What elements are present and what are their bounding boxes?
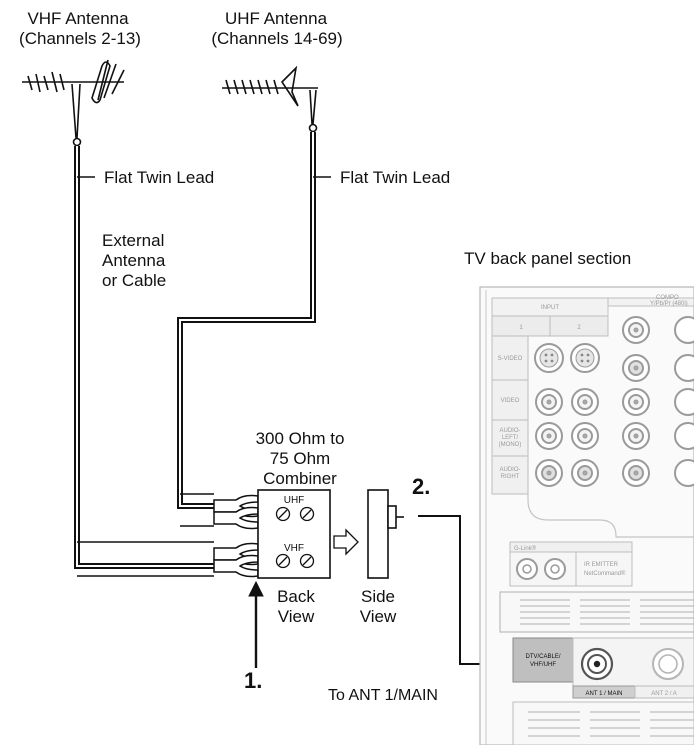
combiner-screw-icons — [275, 506, 315, 569]
ir-emitter-label: IR EMITTER — [584, 562, 619, 568]
combiner-vhf-label: VHF — [284, 543, 304, 554]
combiner-title-line2: 75 Ohm — [270, 449, 330, 468]
external-line2: Antenna — [102, 251, 166, 270]
glink-section — [509, 541, 633, 587]
vent-grille — [499, 591, 694, 633]
step2-number: 2. — [412, 474, 430, 499]
uhf-lead-label: Flat Twin Lead — [340, 168, 450, 187]
uhf-twin-lead-wire — [177, 132, 316, 509]
rca-jacks — [535, 316, 694, 487]
back-view-line2: View — [278, 607, 315, 626]
dtv-cable-label-2: VHF/UHF — [530, 662, 556, 668]
to-ant-label: To ANT 1/MAIN — [328, 687, 438, 704]
panel-input-label: INPUT — [541, 305, 559, 311]
ant2-label: ANT 2 / A — [651, 691, 677, 697]
panel-col1-label: 1 — [519, 325, 523, 331]
panel-title: TV back panel section — [464, 249, 631, 268]
vhf-lead-label: Flat Twin Lead — [104, 168, 214, 187]
side-view-line2: View — [360, 607, 397, 626]
glink-label: G-Link® — [514, 545, 537, 552]
vhf-antenna-icon — [22, 59, 125, 147]
step1-arrow-icon — [248, 580, 264, 668]
antenna-input-section — [512, 637, 694, 745]
uhf-antenna-channels: (Channels 14-69) — [211, 29, 342, 48]
panel-audio-right-1: AUDIO- — [500, 467, 521, 473]
combiner-title-line1: 300 Ohm to — [256, 429, 345, 448]
svideo-jack-2 — [570, 343, 600, 373]
combiner-title-line3: Combiner — [263, 469, 337, 488]
uhf-spade-connectors — [180, 493, 259, 530]
uhf-antenna-icon — [222, 65, 318, 133]
ant1-main-label: ANT 1 / MAIN — [586, 691, 623, 697]
panel-col2-label: 2 — [577, 325, 581, 331]
external-line1: External — [102, 231, 164, 250]
step1-number: 1. — [244, 668, 262, 693]
hollow-arrow-icon — [333, 528, 359, 556]
back-view-line1: Back — [277, 587, 315, 606]
panel-compo-label: COMPO — [656, 295, 679, 301]
panel-video-label: VIDEO — [501, 398, 520, 404]
panel-audio-left-2: LEFT/ — [502, 435, 519, 441]
vhf-antenna-channels: (Channels 2-13) — [19, 29, 141, 48]
panel-audio-left-3: (MONO) — [499, 442, 522, 448]
external-line3: or Cable — [102, 271, 166, 290]
uhf-antenna-title: UHF Antenna — [225, 9, 328, 28]
combiner-back-view — [257, 489, 331, 579]
svideo-jack-1 — [534, 343, 564, 373]
dtv-cable-label-1: DTV/CABLE/ — [525, 654, 560, 660]
combiner-side-view — [367, 489, 404, 579]
panel-audio-left-1: AUDIO- — [500, 428, 521, 434]
panel-jacks — [534, 316, 694, 487]
vhf-spade-connectors — [77, 541, 259, 578]
side-view-line1: Side — [361, 587, 395, 606]
panel-audio-right-2: RIGHT — [501, 474, 520, 480]
netcommand-label: NetCommand® — [584, 570, 626, 577]
combiner-uhf-label: UHF — [284, 495, 305, 506]
vhf-antenna-title: VHF Antenna — [27, 9, 129, 28]
vhf-twin-lead-wire — [74, 146, 216, 569]
panel-compo-sublabel: Y/Pb/Pr (480i) — [650, 301, 688, 307]
panel-svideo-label: S-VIDEO — [498, 356, 523, 362]
